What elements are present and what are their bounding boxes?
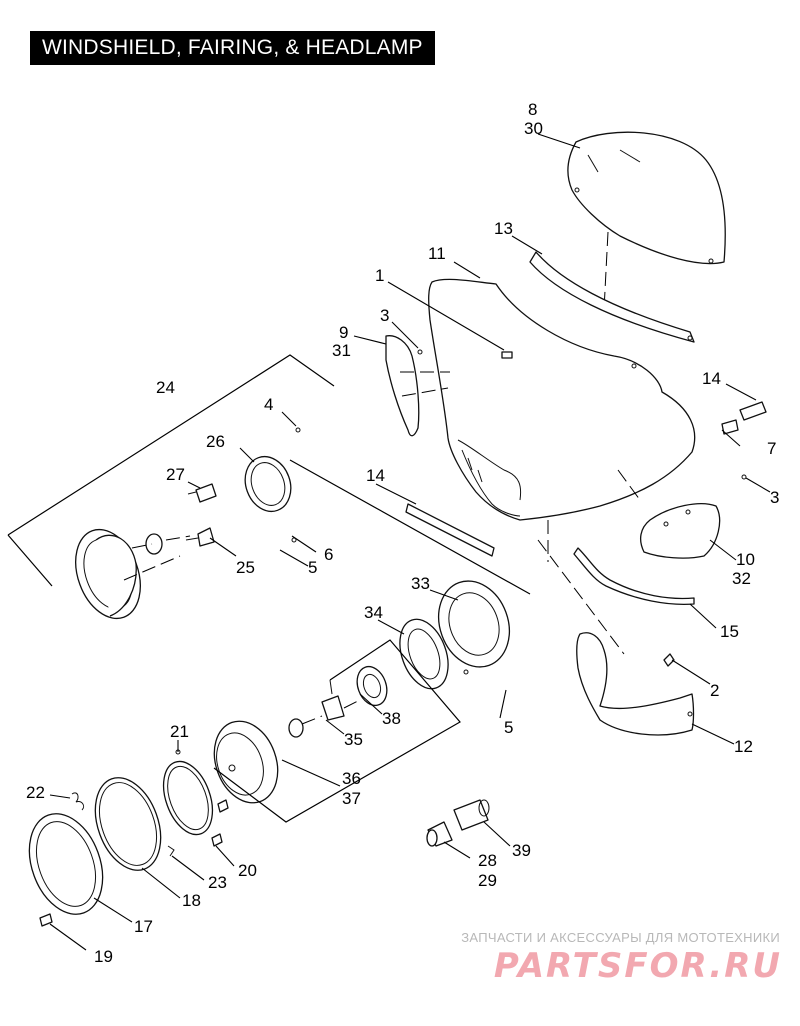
windshield: [567, 131, 726, 265]
callout-31: 31: [332, 341, 351, 360]
callout-32: 32: [732, 569, 751, 588]
callout-2: 2: [710, 681, 719, 700]
watermark-logo: PARTSFOR.RU: [493, 946, 782, 986]
callout-1: 1: [375, 266, 384, 285]
callout-39: 39: [512, 841, 531, 860]
outer-bezel: [28, 813, 104, 915]
callout-24: 24: [156, 378, 175, 397]
callout-37: 37: [342, 789, 361, 808]
callout-35: 35: [344, 730, 363, 749]
callout-36: 36: [342, 769, 361, 788]
callout-7: 7: [767, 439, 776, 458]
callout-10: 10: [736, 550, 755, 569]
lower-deflector: [639, 503, 721, 559]
trim-ring: [94, 777, 162, 871]
callout-38: 38: [382, 709, 401, 728]
callout-11: 11: [428, 244, 446, 263]
lower-bracket: [576, 632, 695, 736]
callout-14-middle: 14: [366, 466, 385, 485]
callout-14-right: 14: [702, 369, 721, 388]
callout-28: 28: [478, 851, 497, 870]
retaining-ring: [162, 749, 214, 836]
callout-18: 18: [182, 891, 201, 910]
headlamp-housing: [438, 580, 510, 675]
bulb-socket: [453, 799, 490, 831]
callout-12: 12: [734, 737, 753, 756]
bulb-adapter: [356, 665, 388, 707]
weatherstrip-left: [405, 503, 495, 557]
outer-fairing: [428, 278, 696, 521]
watermark-caption: ЗАПЧАСТИ И АКСЕССУАРЫ ДЛЯ МОТОТЕХНИКИ: [461, 930, 780, 945]
spring-clip: [71, 792, 85, 811]
callout-22: 22: [26, 783, 45, 802]
callout-34: 34: [364, 603, 383, 622]
callout-5-right: 5: [504, 718, 513, 737]
position-bulb: [426, 821, 453, 847]
callout-20: 20: [238, 861, 257, 880]
fairing-mount-bolt: [721, 401, 767, 435]
fairing-trim-strip: [573, 547, 695, 606]
callout-25: 25: [236, 558, 255, 577]
callout-33: 33: [411, 574, 430, 593]
diagram-title: WINDSHIELD, FAIRING, & HEADLAMP: [30, 31, 435, 65]
callout-4: 4: [264, 395, 273, 414]
callout-21: 21: [170, 722, 189, 741]
callout-9: 9: [339, 323, 348, 342]
callout-19: 19: [94, 947, 113, 966]
headlamp-kit-24: [75, 427, 301, 620]
windshield-trim: [529, 251, 695, 343]
reflector-ring: [399, 618, 449, 690]
callout-30: 30: [524, 119, 543, 138]
callout-17: 17: [134, 917, 153, 936]
callout-6: 6: [324, 545, 333, 564]
callout-23: 23: [208, 873, 227, 892]
callout-3-top: 3: [380, 306, 389, 325]
callout-5-left: 5: [308, 558, 317, 577]
fairing-screw: [501, 351, 513, 359]
callout-29: 29: [478, 871, 497, 890]
callout-8: 8: [528, 100, 537, 119]
halogen-bulb: [288, 679, 345, 738]
callout-26: 26: [206, 432, 225, 451]
callout-15: 15: [720, 622, 739, 641]
callout-3-right: 3: [770, 488, 779, 507]
callout-13: 13: [494, 219, 513, 238]
headlamp-lens: [213, 720, 279, 804]
side-deflector: [385, 335, 420, 437]
part-callouts: 8 30 13 11 1 3 9 31 24 4 26 27 14 6 5 25…: [26, 100, 779, 966]
callout-27: 27: [166, 465, 185, 484]
